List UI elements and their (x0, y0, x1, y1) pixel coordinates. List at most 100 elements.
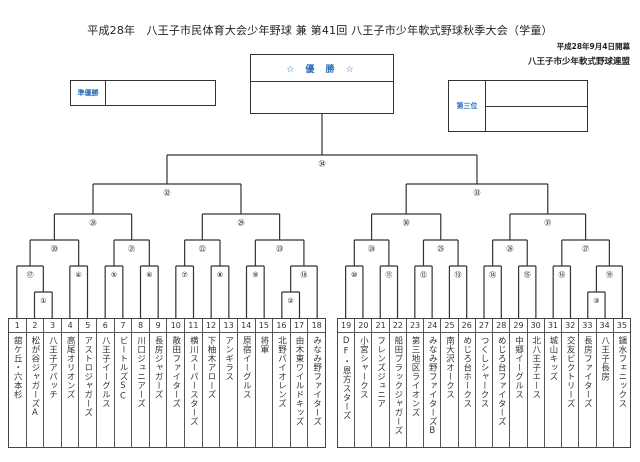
team-column: 28 めじろ台ファイターズ (493, 319, 511, 447)
match-number: ㉕ (437, 245, 444, 253)
match-number: ④ (76, 271, 82, 279)
team-number: 30 (527, 319, 544, 333)
match-number: ㉗ (582, 245, 589, 253)
team-number: 10 (167, 319, 185, 333)
team-number: 15 (255, 319, 273, 333)
team-name: 将軍 (258, 336, 269, 354)
team-name: 散田ファイターズ (170, 336, 181, 408)
team-number: 12 (202, 319, 220, 333)
match-number: ㉖ (506, 245, 513, 253)
organizer: 八王子市少年軟式野球連盟 (527, 57, 630, 67)
match-number: ㉓ (276, 245, 283, 253)
team-name: 松が谷ジャガーズA (29, 336, 40, 419)
champion-box: ☆ 優 勝 ☆ (250, 54, 394, 114)
team-name: 長房ファイターズ (582, 336, 593, 408)
team-number: 29 (510, 319, 527, 333)
team-column: 12 下柚木アローズ (202, 319, 221, 447)
team-name: フレンズジュニア (375, 336, 386, 408)
team-number: 34 (596, 319, 613, 333)
team-number: 27 (475, 319, 493, 333)
opening-date: 平成28年9月4日開幕 (556, 42, 630, 51)
team-number: 32 (562, 319, 579, 333)
team-column: 21 フレンズジュニア (372, 319, 390, 447)
match-number: ⑳ (51, 245, 58, 253)
match-number: ⑮ (524, 271, 531, 279)
team-number: 20 (355, 319, 372, 333)
team-number: 22 (389, 319, 406, 333)
match-number: ㉑ (128, 245, 135, 253)
team-column: 30 北八王子エース (527, 319, 545, 447)
team-number: 7 (114, 319, 132, 333)
team-number: 3 (44, 319, 61, 333)
team-number: 14 (237, 319, 255, 333)
team-number: 33 (579, 319, 596, 333)
team-number: 35 (613, 319, 630, 333)
team-name: 舘ケ丘・六本杉 (12, 336, 23, 399)
team-name: 八王子イーグルス (100, 336, 111, 408)
team-column: 9 長房ジャガーズ (149, 319, 168, 447)
team-name: 由木東ワイルドキッズ (294, 336, 305, 426)
team-number: 26 (458, 319, 475, 333)
match-number: ㉝ (473, 189, 480, 197)
match-number: ⑲ (606, 271, 613, 279)
match-number: ⑥ (146, 271, 152, 279)
team-name: 船田ブラックジャガーズ (392, 336, 403, 435)
team-name: 長房ジャガーズ (153, 336, 164, 399)
team-number: 25 (441, 319, 458, 333)
team-number: 21 (372, 319, 389, 333)
team-column: 35 鑓水フェニックス (613, 319, 630, 447)
match-number: ㉞ (318, 160, 325, 168)
team-number: 8 (132, 319, 149, 333)
team-column: 22 船田ブラックジャガーズ (389, 319, 407, 447)
team-name: 鑓水フェニックス (616, 336, 627, 408)
team-name: アストロジャガーズ (82, 336, 93, 417)
match-number: ⑫ (420, 271, 427, 279)
team-name: めじろ台ホークス (461, 336, 472, 408)
match-number: ㉒ (199, 245, 206, 253)
team-number: 24 (424, 319, 441, 333)
team-column: 15 将軍 (255, 319, 274, 447)
team-name: 下柚木アローズ (206, 336, 216, 399)
team-name: 交友ビクトリーズ (565, 336, 576, 408)
team-name: ビートルズSC (117, 336, 128, 402)
match-number: ③ (593, 297, 599, 305)
team-column: 10 散田ファイターズ (167, 319, 186, 447)
team-name: 北八王子エース (530, 336, 541, 399)
runner-up-label: 準優勝 (71, 81, 106, 105)
team-name: めじろ台ファイターズ (496, 336, 507, 426)
team-number: 18 (308, 319, 325, 333)
team-name: 中郷イーグルス (513, 336, 524, 399)
team-number: 1 (9, 319, 26, 333)
team-name: みなみ野ファイターズ (311, 336, 322, 426)
team-column: 33 長房ファイターズ (579, 319, 597, 447)
match-number: ㉙ (237, 219, 244, 227)
match-number: ⑰ (27, 271, 34, 279)
team-number: 11 (185, 319, 202, 333)
team-number: 28 (493, 319, 510, 333)
match-number: ⑧ (217, 271, 223, 279)
team-number: 9 (149, 319, 167, 333)
match-number: ㉚ (403, 219, 410, 227)
team-number: 6 (97, 319, 114, 333)
team-name: 第三地区ライオンズ (410, 336, 421, 417)
third-place-value-1 (485, 81, 587, 107)
team-name: 高尾オリオンズ (65, 336, 76, 399)
team-number: 31 (544, 319, 562, 333)
